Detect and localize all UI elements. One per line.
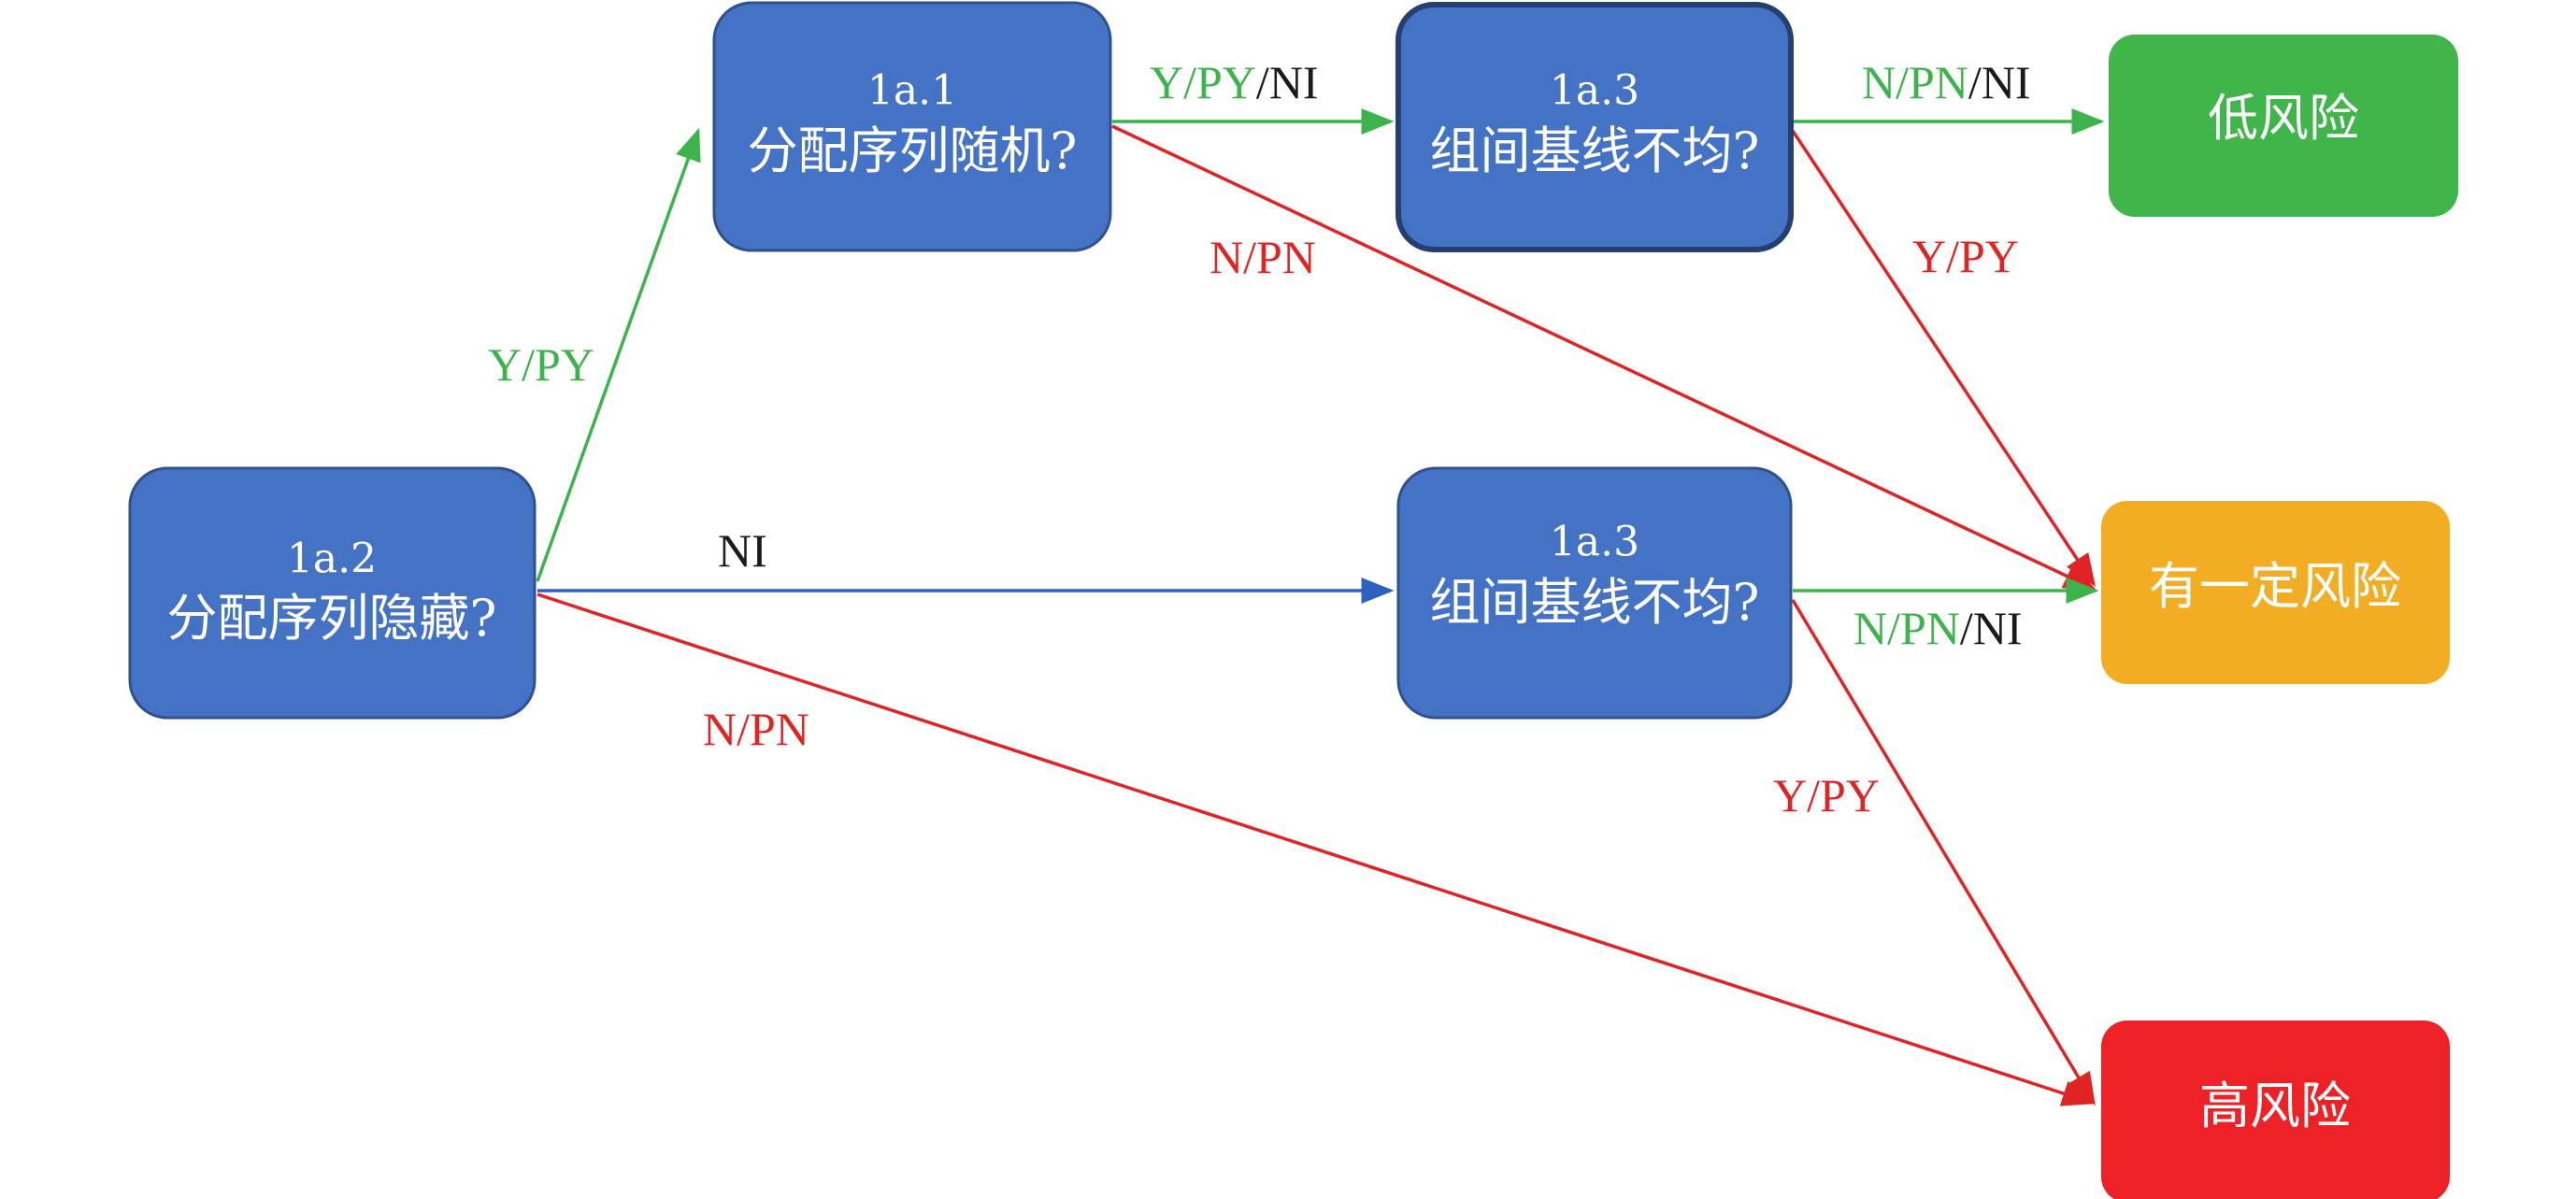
label-a2-to-a3mid: NI xyxy=(718,524,767,577)
label-a3top-to-some: Y/PY xyxy=(1912,230,2019,282)
node-1a1-question: 分配序列随机? xyxy=(748,121,1078,180)
outcome-some-risk: 有一定风险 xyxy=(2101,501,2450,684)
node-1a1: 1a.1 分配序列随机? xyxy=(712,1,1112,252)
outcome-some-risk-label: 有一定风险 xyxy=(2149,557,2401,616)
node-1a3-mid: 1a.3 组间基线不均? xyxy=(1396,466,1793,720)
label-a3mid-to-some-black: /NI xyxy=(1960,602,2023,654)
node-1a2-question: 分配序列隐藏? xyxy=(167,589,497,648)
label-a3mid-to-some-green: N/PN xyxy=(1853,602,1960,654)
outcome-low-risk-label: 低风险 xyxy=(2208,89,2359,148)
node-1a2: 1a.2 分配序列隐藏? xyxy=(128,466,537,720)
label-a1-to-a3top-green: Y/PY xyxy=(1150,56,1256,108)
label-a1-to-a3top: Y/PY/NI xyxy=(1150,56,1319,108)
edge-a3mid-to-high xyxy=(1791,599,2096,1106)
node-1a3-top-id: 1a.3 xyxy=(1550,67,1639,115)
label-a3mid-to-high: Y/PY xyxy=(1773,769,1880,821)
edge-a2-to-high xyxy=(537,592,2096,1106)
node-1a3-mid-question: 组间基线不均? xyxy=(1430,573,1760,632)
node-1a3-mid-id: 1a.3 xyxy=(1550,519,1639,566)
edge-a2-to-a1 xyxy=(536,127,701,582)
outcome-low-risk: 低风险 xyxy=(2109,35,2458,217)
label-a2-to-high: N/PN xyxy=(703,703,809,755)
label-a3top-to-low: N/PN/NI xyxy=(1862,56,2031,108)
label-a1-to-a3top-black: /NI xyxy=(1256,56,1319,108)
label-a2-to-a1: Y/PY xyxy=(488,338,594,391)
node-1a2-id: 1a.2 xyxy=(287,535,377,583)
outcome-high-risk-label: 高风险 xyxy=(2199,1077,2351,1135)
node-1a3-top: 1a.3 组间基线不均? xyxy=(1395,2,1794,252)
label-a3top-to-low-black: /NI xyxy=(1968,56,2031,108)
label-a1-to-some: N/PN xyxy=(1209,231,1316,283)
label-a3mid-to-some: N/PN/NI xyxy=(1853,602,2023,654)
outcome-high-risk: 高风险 xyxy=(2101,1021,2450,1199)
label-a3top-to-low-green: N/PN xyxy=(1862,56,1968,108)
edge-a3top-to-some xyxy=(1791,130,2096,587)
node-1a1-id: 1a.1 xyxy=(867,67,957,115)
edge-a1-to-some xyxy=(1111,124,2097,591)
node-1a3-top-question: 组间基线不均? xyxy=(1430,121,1760,180)
